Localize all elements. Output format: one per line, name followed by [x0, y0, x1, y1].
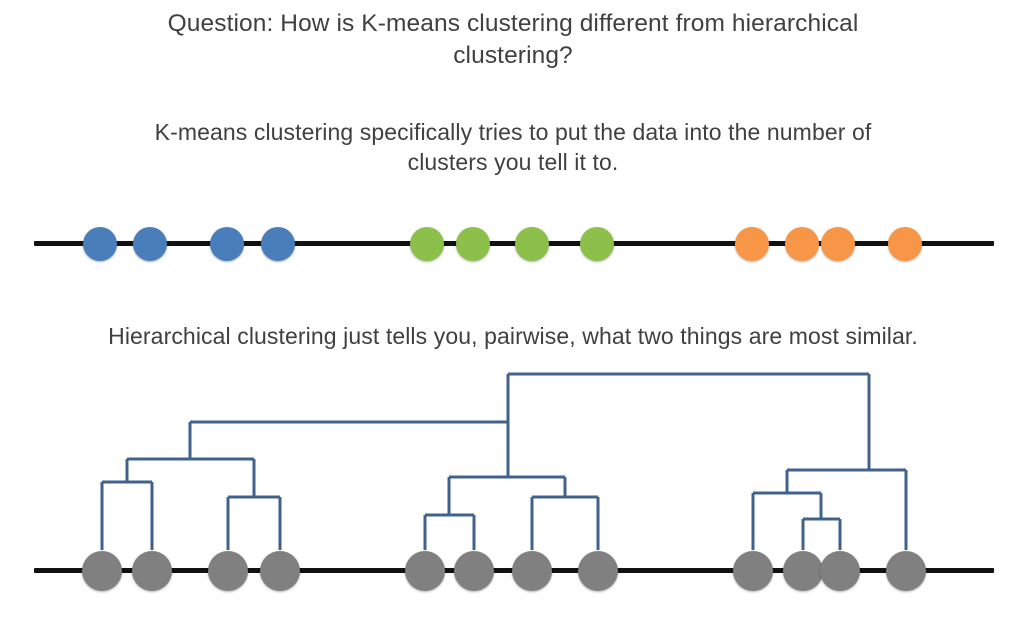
orange-cluster-point-4 [888, 226, 922, 261]
dendrogram-leaf-9 [733, 550, 773, 591]
dendrogram-leaf-5 [405, 550, 445, 591]
green-cluster-point-2 [456, 226, 490, 261]
green-cluster-point-1 [410, 226, 444, 261]
green-cluster-point-3 [515, 226, 549, 261]
dendrogram-leaf-7 [512, 550, 552, 591]
question-text: Question: How is K-means clustering diff… [167, 10, 859, 69]
blue-cluster-point-1 [83, 226, 117, 261]
orange-cluster-point-1 [735, 226, 769, 261]
dendrogram-leaf-12 [886, 550, 926, 591]
dendrogram-leaf-6 [454, 550, 494, 591]
dendrogram-leaf-1 [82, 550, 122, 591]
kmeans-number-line [34, 241, 994, 246]
dendrogram-links-svg [100, 372, 908, 550]
orange-cluster-point-3 [821, 226, 855, 261]
kmeans-caption: K-means clustering specifically tries to… [154, 119, 872, 175]
hierarchical-caption: Hierarchical clustering just tells you, … [108, 323, 918, 349]
dendrogram-leaf-4 [260, 550, 300, 591]
green-cluster-point-4 [580, 226, 614, 261]
blue-cluster-point-3 [210, 226, 244, 261]
dendrogram-leaf-2 [132, 550, 172, 591]
blue-cluster-point-4 [261, 226, 295, 261]
dendrogram-leaf-3 [208, 550, 248, 591]
blue-cluster-point-2 [133, 226, 167, 261]
dendrogram-diagram [0, 355, 1026, 570]
dendrogram-leaf-10 [783, 550, 823, 591]
dendrogram-leaf-8 [578, 550, 618, 591]
orange-cluster-point-2 [785, 226, 819, 261]
dendrogram-leaf-11 [820, 550, 860, 591]
